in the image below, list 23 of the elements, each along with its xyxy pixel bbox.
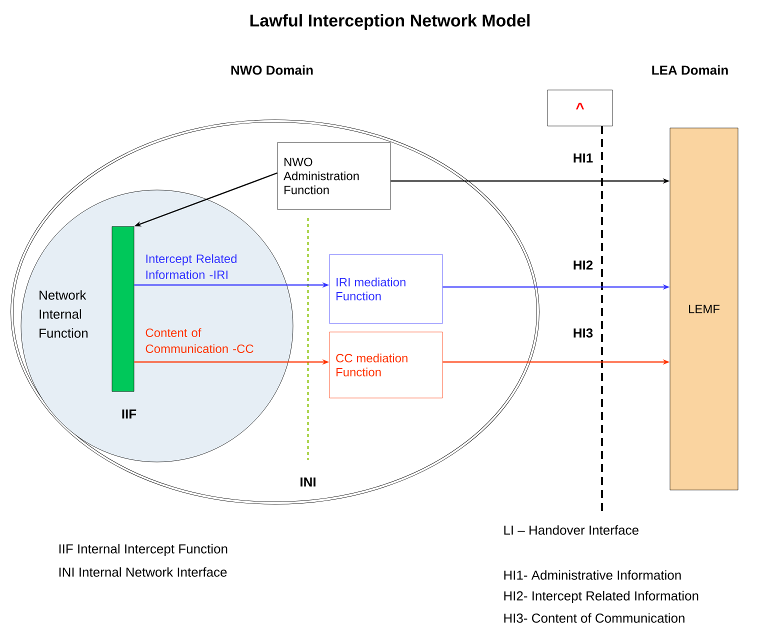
text-label: NWO Domain [231, 65, 313, 75]
function-box: IRI mediation Function [329, 254, 443, 324]
text-label: INI Internal Network Interface [59, 567, 227, 577]
function-bar: IIF [112, 226, 136, 418]
edge-label: HI3 [572, 327, 594, 339]
text-label: INI [300, 478, 316, 486]
text-label: HI2- Intercept Related Information [504, 590, 698, 604]
function-box: LEMF [670, 128, 738, 490]
edge-label: HI1 [572, 152, 594, 164]
edge-label: HI2 [572, 259, 594, 271]
edge-label: Content of Communication -CC [146, 328, 254, 353]
function-box: ^ [547, 90, 613, 126]
text-label: HI3- Content of Communication [504, 613, 684, 623]
function-box: NWO Administration Function [277, 142, 391, 210]
text-label: LI – Handover Interface [504, 525, 638, 535]
function-box: CC mediation Function [329, 332, 443, 398]
domain-ellipse [10, 120, 540, 504]
edge-label: Intercept Related Information -IRI [146, 254, 236, 279]
node-label: IIF [122, 410, 136, 418]
text-label: IIF Internal Intercept Function [59, 544, 228, 556]
text-label: LEA Domain [652, 65, 728, 75]
title: Lawful Interception Network Model [250, 14, 530, 30]
text-label: HI1- Administrative Information [504, 570, 681, 580]
